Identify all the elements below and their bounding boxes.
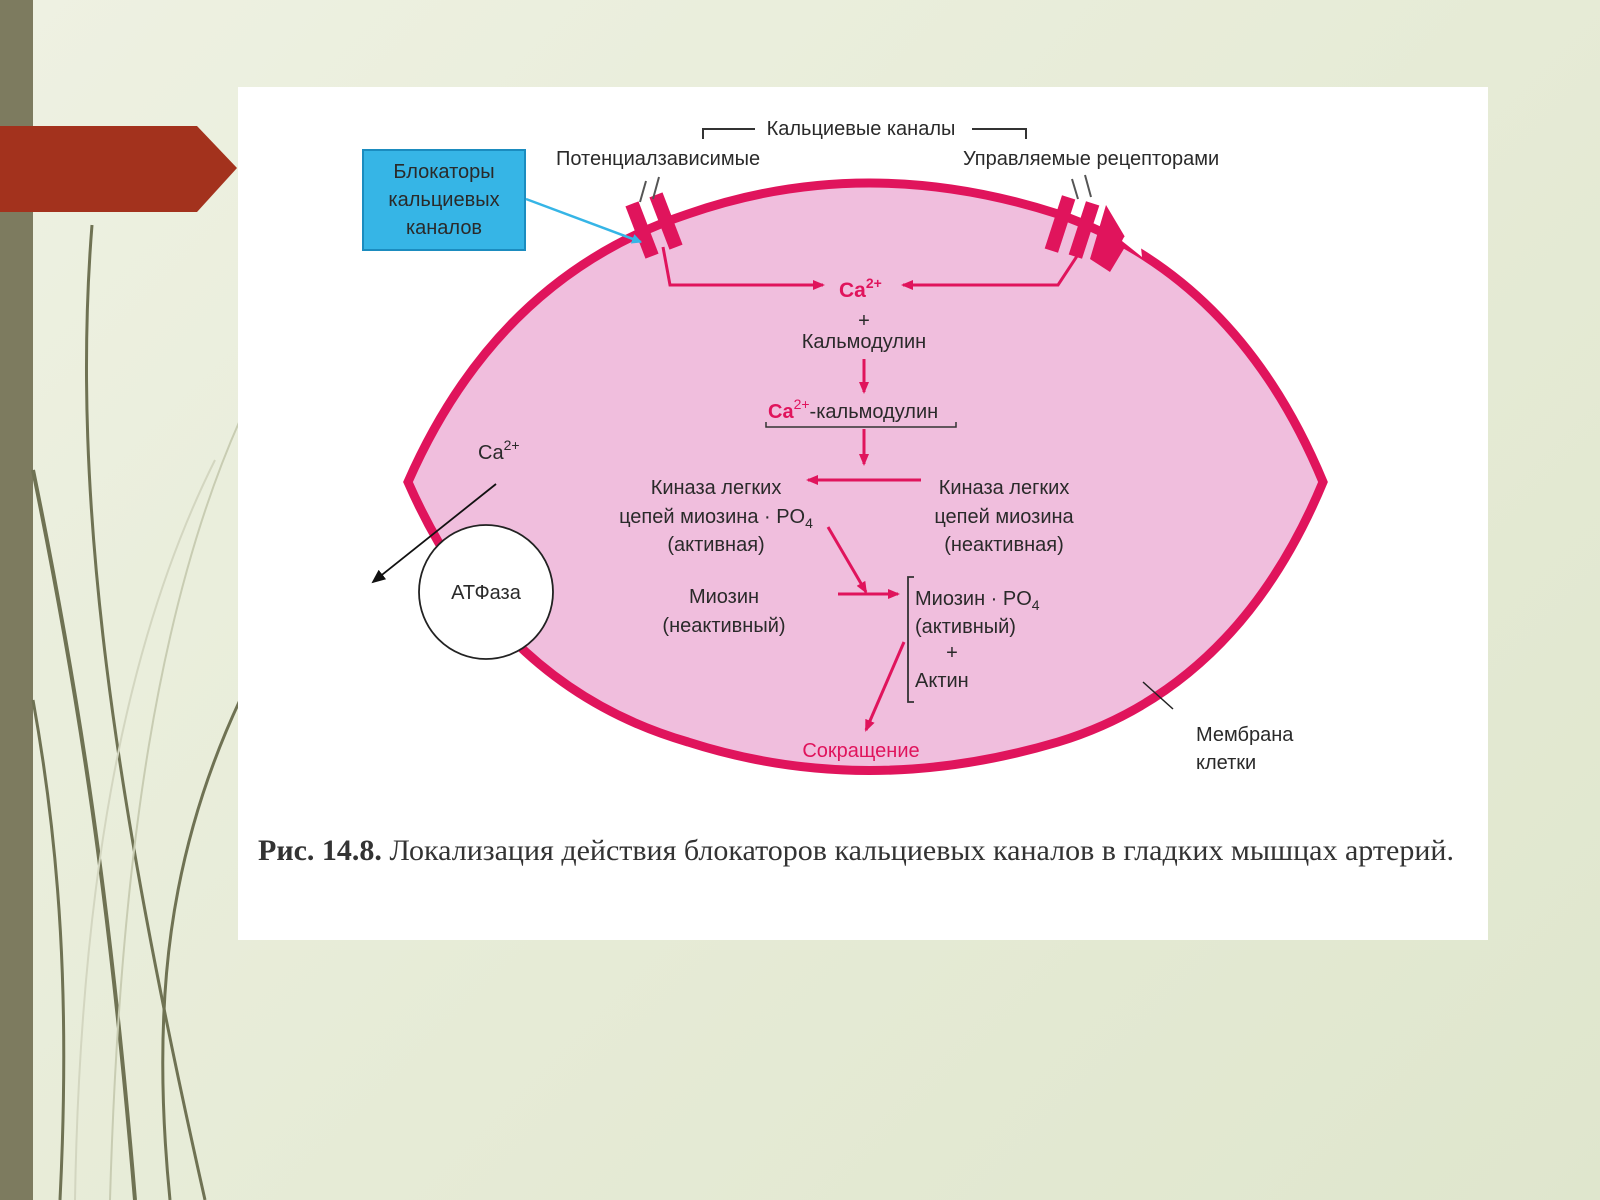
atpase-pump [418, 524, 554, 660]
myosin-active-bracket [907, 576, 914, 703]
membrane-pointer [1142, 681, 1174, 710]
channels-bracket [702, 128, 1027, 139]
blockers-line-2: кальциевых [388, 189, 499, 211]
myosin-active-po4-sub: 4 [1032, 597, 1040, 613]
channels-group-label: Кальциевые каналы [767, 118, 956, 140]
ca-calmodulin-suffix: -кальмодулин [810, 401, 939, 423]
ca-calmodulin-charge: 2+ [794, 396, 810, 412]
kinase-active-po4-sub: 4 [805, 515, 813, 531]
complex-underline [765, 422, 957, 428]
efflux-ca-charge: 2+ [504, 437, 520, 453]
calmodulin-label: Кальмодулин [802, 331, 926, 353]
myosin-inactive-line-2: (неактивный) [662, 615, 785, 637]
contraction-arrow [864, 641, 906, 732]
myosin-active-line-1: Миозин · PO4 [915, 588, 1040, 613]
blocker-pointer-arrow [525, 197, 642, 244]
blockers-box [362, 149, 526, 251]
caption-text: Локализация действия блокаторов кальциев… [389, 834, 1454, 867]
decorative-grass-lines [31, 224, 242, 1200]
receptor-operated-label: Управляемые рецепторами [963, 148, 1219, 170]
membrane-label-line-1: Мембрана [1196, 724, 1294, 746]
blockers-line-1: Блокаторы [393, 161, 494, 183]
kinase-active-po: цепей миозина · PO [619, 506, 805, 528]
influx-arrow-left [661, 246, 825, 290]
ca-charge: 2+ [866, 275, 882, 291]
myosin-actin-plus: + [946, 642, 958, 664]
kinase-inactive-line-1: Киназа легких [939, 477, 1070, 499]
blockers-line-3: каналов [406, 217, 482, 239]
contraction-label: Сокращение [802, 740, 919, 762]
membrane-label-line-2: клетки [1196, 752, 1256, 774]
kinase-active-line-3: (активная) [667, 534, 764, 556]
myosin-active-po: Миозин · PO [915, 588, 1032, 610]
kinase-inactive-line-2: цепей миозина [934, 506, 1074, 528]
receptor-operated-channel [1044, 174, 1142, 272]
actin-label: Актин [915, 670, 969, 692]
myosin-inactive-line-1: Миозин [689, 586, 759, 608]
efflux-ca-symbol: Ca [478, 442, 504, 464]
influx-arrow-right [901, 246, 1085, 290]
ca-calmodulin-ion: Ca [768, 401, 794, 423]
ca-ion-label: Ca2+ [839, 275, 882, 302]
efflux-arrow [371, 483, 497, 584]
voltage-gated-channel [625, 176, 683, 259]
red-arrow-tab [0, 126, 237, 212]
efflux-ca-label: Ca2+ [478, 437, 520, 464]
calcium-channel-diagram: Кальциевые каналы Потенциалзависимые Упр… [362, 118, 1328, 775]
myosin-active-line-2: (активный) [915, 616, 1016, 638]
figure-card: Кальциевые каналы Потенциалзависимые Упр… [238, 87, 1488, 940]
plus-sign: + [858, 310, 870, 332]
atpase-label: АТФаза [451, 582, 522, 604]
kinase-active-line-2: цепей миозина · PO4 [619, 506, 813, 531]
voltage-gated-label: Потенциалзависимые [556, 148, 760, 170]
ca-symbol: Ca [839, 279, 866, 302]
kinase-to-myosin-arrow [826, 526, 868, 594]
caption-number: Рис. 14.8. [258, 834, 382, 867]
figure-caption: Рис. 14.8. Локализация действия блокатор… [258, 832, 1468, 870]
kinase-active-line-1: Киназа легких [651, 477, 782, 499]
kinase-inactive-line-3: (неактивная) [944, 534, 1064, 556]
cell-body [403, 178, 1328, 775]
ca-calmodulin-label: Ca2+-кальмодулин [768, 396, 938, 423]
